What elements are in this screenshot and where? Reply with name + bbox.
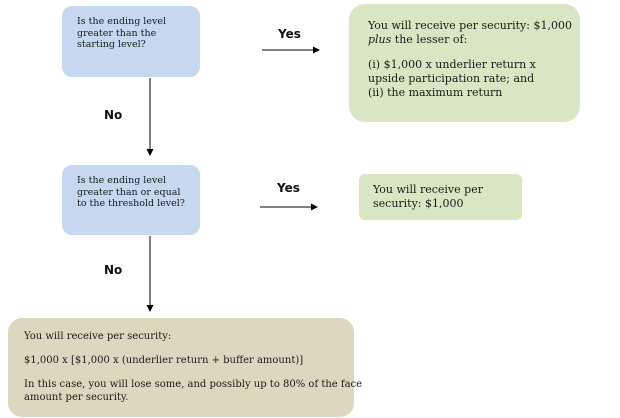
loss-formula: $1,000 x [$1,000 x (underlier return + b… <box>24 355 304 366</box>
yes-label-1: Yes <box>278 27 301 41</box>
upside-line-1: You will receive per security: $1,000 <box>368 19 572 32</box>
upside-line-2: plus the lesser of: <box>368 33 572 47</box>
no-label-1: No <box>104 108 123 122</box>
loss-line-4: amount per security. <box>24 392 129 403</box>
decision-threshold-level: Is the ending level greater than or equa… <box>62 165 200 235</box>
decision-1-line-1: Is the ending level <box>77 16 166 27</box>
outcome-flat-box: You will receive per security: $1,000 <box>359 174 522 220</box>
upside-line-4: upside participation rate; and <box>368 72 535 85</box>
decision-1-line-3: starting level? <box>77 39 146 50</box>
decision-2-line-1: Is the ending level <box>77 175 166 186</box>
no-label-2: No <box>104 263 123 277</box>
upside-lesser-of: the lesser of: <box>391 33 468 46</box>
decision-starting-level: Is the ending level greater than the sta… <box>62 6 200 77</box>
flat-line-1: You will receive per <box>373 183 483 196</box>
outcome-loss-box: You will receive per security: $1,000 x … <box>8 318 363 417</box>
loss-line-1: You will receive per security: <box>24 331 172 342</box>
decision-2-line-2: greater than or equal <box>77 186 181 198</box>
outcome-upside-box: You will receive per security: $1,000 pl… <box>349 4 580 122</box>
upside-plus-italic: plus <box>368 33 392 46</box>
loss-line-3: In this case, you will lose some, and po… <box>24 379 363 390</box>
upside-line-3: (i) $1,000 x underlier return x <box>368 58 536 71</box>
yes-label-2: Yes <box>277 181 300 195</box>
flat-line-2: security: $1,000 <box>373 197 464 210</box>
decision-1-line-2: greater than the <box>77 27 157 39</box>
decision-2-line-3: to the threshold level? <box>77 198 185 209</box>
upside-line-5: (ii) the maximum return <box>368 86 503 99</box>
